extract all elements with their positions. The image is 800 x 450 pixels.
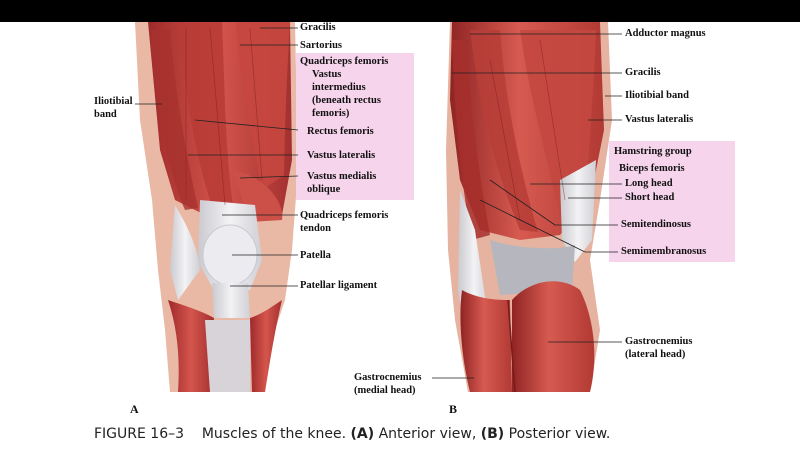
label-femoris-paren: femoris) — [312, 108, 350, 119]
label-intermedius: intermedius — [312, 82, 366, 93]
label-patella: Patella — [300, 250, 331, 261]
label-iliotibial-line1: Iliotibial — [94, 96, 133, 107]
panel-letter-b: B — [449, 402, 458, 416]
label-gracilis-posterior: Gracilis — [625, 67, 661, 78]
label-adductor-magnus: Adductor magnus — [625, 28, 706, 39]
caption-a-tag: (A) — [350, 426, 375, 442]
anterior-leader-lines — [135, 27, 299, 287]
label-quadriceps-femoris: Quadriceps femoris — [300, 56, 389, 67]
label-gastrocnemius-lateral-line2: (lateral head) — [625, 349, 686, 360]
top-black-bar — [0, 0, 800, 22]
label-hamstring-group: Hamstring group — [614, 146, 692, 157]
quadriceps-highlight-box — [296, 53, 414, 200]
label-rectus-femoris: Rectus femoris — [307, 126, 374, 137]
label-biceps-femoris: Biceps femoris — [619, 163, 685, 174]
hamstring-highlight-box — [609, 141, 735, 262]
posterior-leader-lines — [432, 33, 622, 379]
figure-caption: FIGURE 16–3 Muscles of the knee. (A) Ant… — [94, 426, 610, 442]
label-gastrocnemius-medial-line1: Gastrocnemius — [354, 372, 422, 383]
label-semitendinosus: Semitendinosus — [621, 219, 692, 230]
label-oblique: oblique — [307, 184, 341, 195]
anterior-view-drawing — [135, 22, 298, 392]
label-gracilis-anterior: Gracilis — [300, 22, 336, 33]
label-patellar-ligament: Patellar ligament — [300, 280, 378, 291]
label-sartorius: Sartorius — [300, 40, 342, 51]
label-vastus: Vastus — [312, 69, 342, 80]
label-vastus-medialis: Vastus medialis — [307, 171, 377, 182]
caption-b-tag: (B) — [480, 426, 505, 442]
label-vastus-lateralis-anterior: Vastus lateralis — [307, 150, 376, 161]
caption-prefix: FIGURE 16–3 — [94, 426, 185, 442]
caption-b-text: Posterior view. — [508, 426, 611, 442]
label-short-head: Short head — [625, 192, 675, 203]
label-quadriceps-tendon-line2: tendon — [300, 223, 331, 234]
label-gastrocnemius-medial-line2: (medial head) — [354, 385, 416, 396]
label-gastrocnemius-lateral-line1: Gastrocnemius — [625, 336, 693, 347]
label-semimembranosus: Semimembranosus — [621, 246, 707, 257]
label-long-head: Long head — [625, 178, 673, 189]
label-quadriceps-tendon-line1: Quadriceps femoris — [300, 210, 389, 221]
label-iliotibial-band-posterior: Iliotibial band — [625, 90, 689, 101]
label-iliotibial-line2: band — [94, 109, 117, 120]
panel-letter-a: A — [130, 402, 139, 416]
label-beneath-rectus: (beneath rectus — [312, 95, 381, 106]
caption-title: Muscles of the knee. — [201, 426, 347, 442]
caption-a-text: Anterior view, — [378, 426, 477, 442]
label-vastus-lateralis-posterior: Vastus lateralis — [625, 114, 694, 125]
